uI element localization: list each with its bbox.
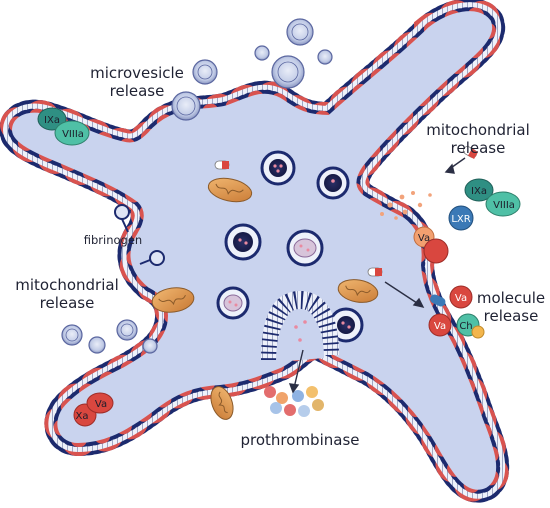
mitochondrial-particles [380,191,432,220]
granule-open [286,229,324,267]
va-label: Va [418,233,430,244]
label-mito-left-1: mitochondrial [15,276,119,294]
mitochondrion [337,279,379,303]
va-label: Va [434,321,446,332]
mitochondrion [210,386,234,420]
granule [224,223,262,261]
platelet-cell [0,0,493,487]
molecules-bottomleft: Xa Va [73,392,114,427]
granule [260,150,296,186]
mitochondria [151,177,379,420]
mitochondrion [207,177,253,203]
molecules-release: Va Va Ch [428,285,485,339]
viiia-label: VIIIa [493,200,515,211]
granules [216,150,364,343]
label-fibrinogen: fibrinogen [84,233,142,247]
viiia-label: VIIIa [62,129,84,140]
mitochondrion [151,287,195,313]
label-mito-left-2: release [40,294,95,312]
lxr-label: LXR [451,214,470,225]
label-molecule-2: release [484,307,539,325]
granule [328,307,364,343]
ixa-label: IXa [44,115,60,126]
label-mito-top-1: mitochondrial [426,121,530,139]
label-microvesicle-2: release [110,82,165,100]
va-label: Va [455,293,467,304]
molecules-right: IXa VIIIa LXR Va [413,178,521,264]
granule [316,166,350,200]
arrow-prothrombinase [293,349,304,389]
capsules [214,146,479,277]
xa-label: Xa [76,411,89,422]
va-label: Va [95,399,107,410]
microvesicles-top [171,18,333,121]
label-microvesicle-1: microvesicle [90,64,184,82]
ch-label: Ch [459,321,472,332]
molecules-topleft: IXa VIIIa [37,107,90,146]
label-prothrombinase: prothrombinase [241,431,360,449]
fibrinogen-buds [114,204,165,266]
granule [216,286,250,320]
prothrombinase-particles [264,386,324,417]
label-mito-top-2: release [451,139,506,157]
ixa-label: IXa [471,186,487,197]
microvesicles-left [61,319,158,354]
labels: microvesicle release mitochondrial relea… [15,64,545,449]
arrow-molecule-release [384,281,421,306]
canalicular-invagination [261,290,339,362]
label-molecule-1: molecule [477,289,545,307]
arrows [288,157,466,394]
